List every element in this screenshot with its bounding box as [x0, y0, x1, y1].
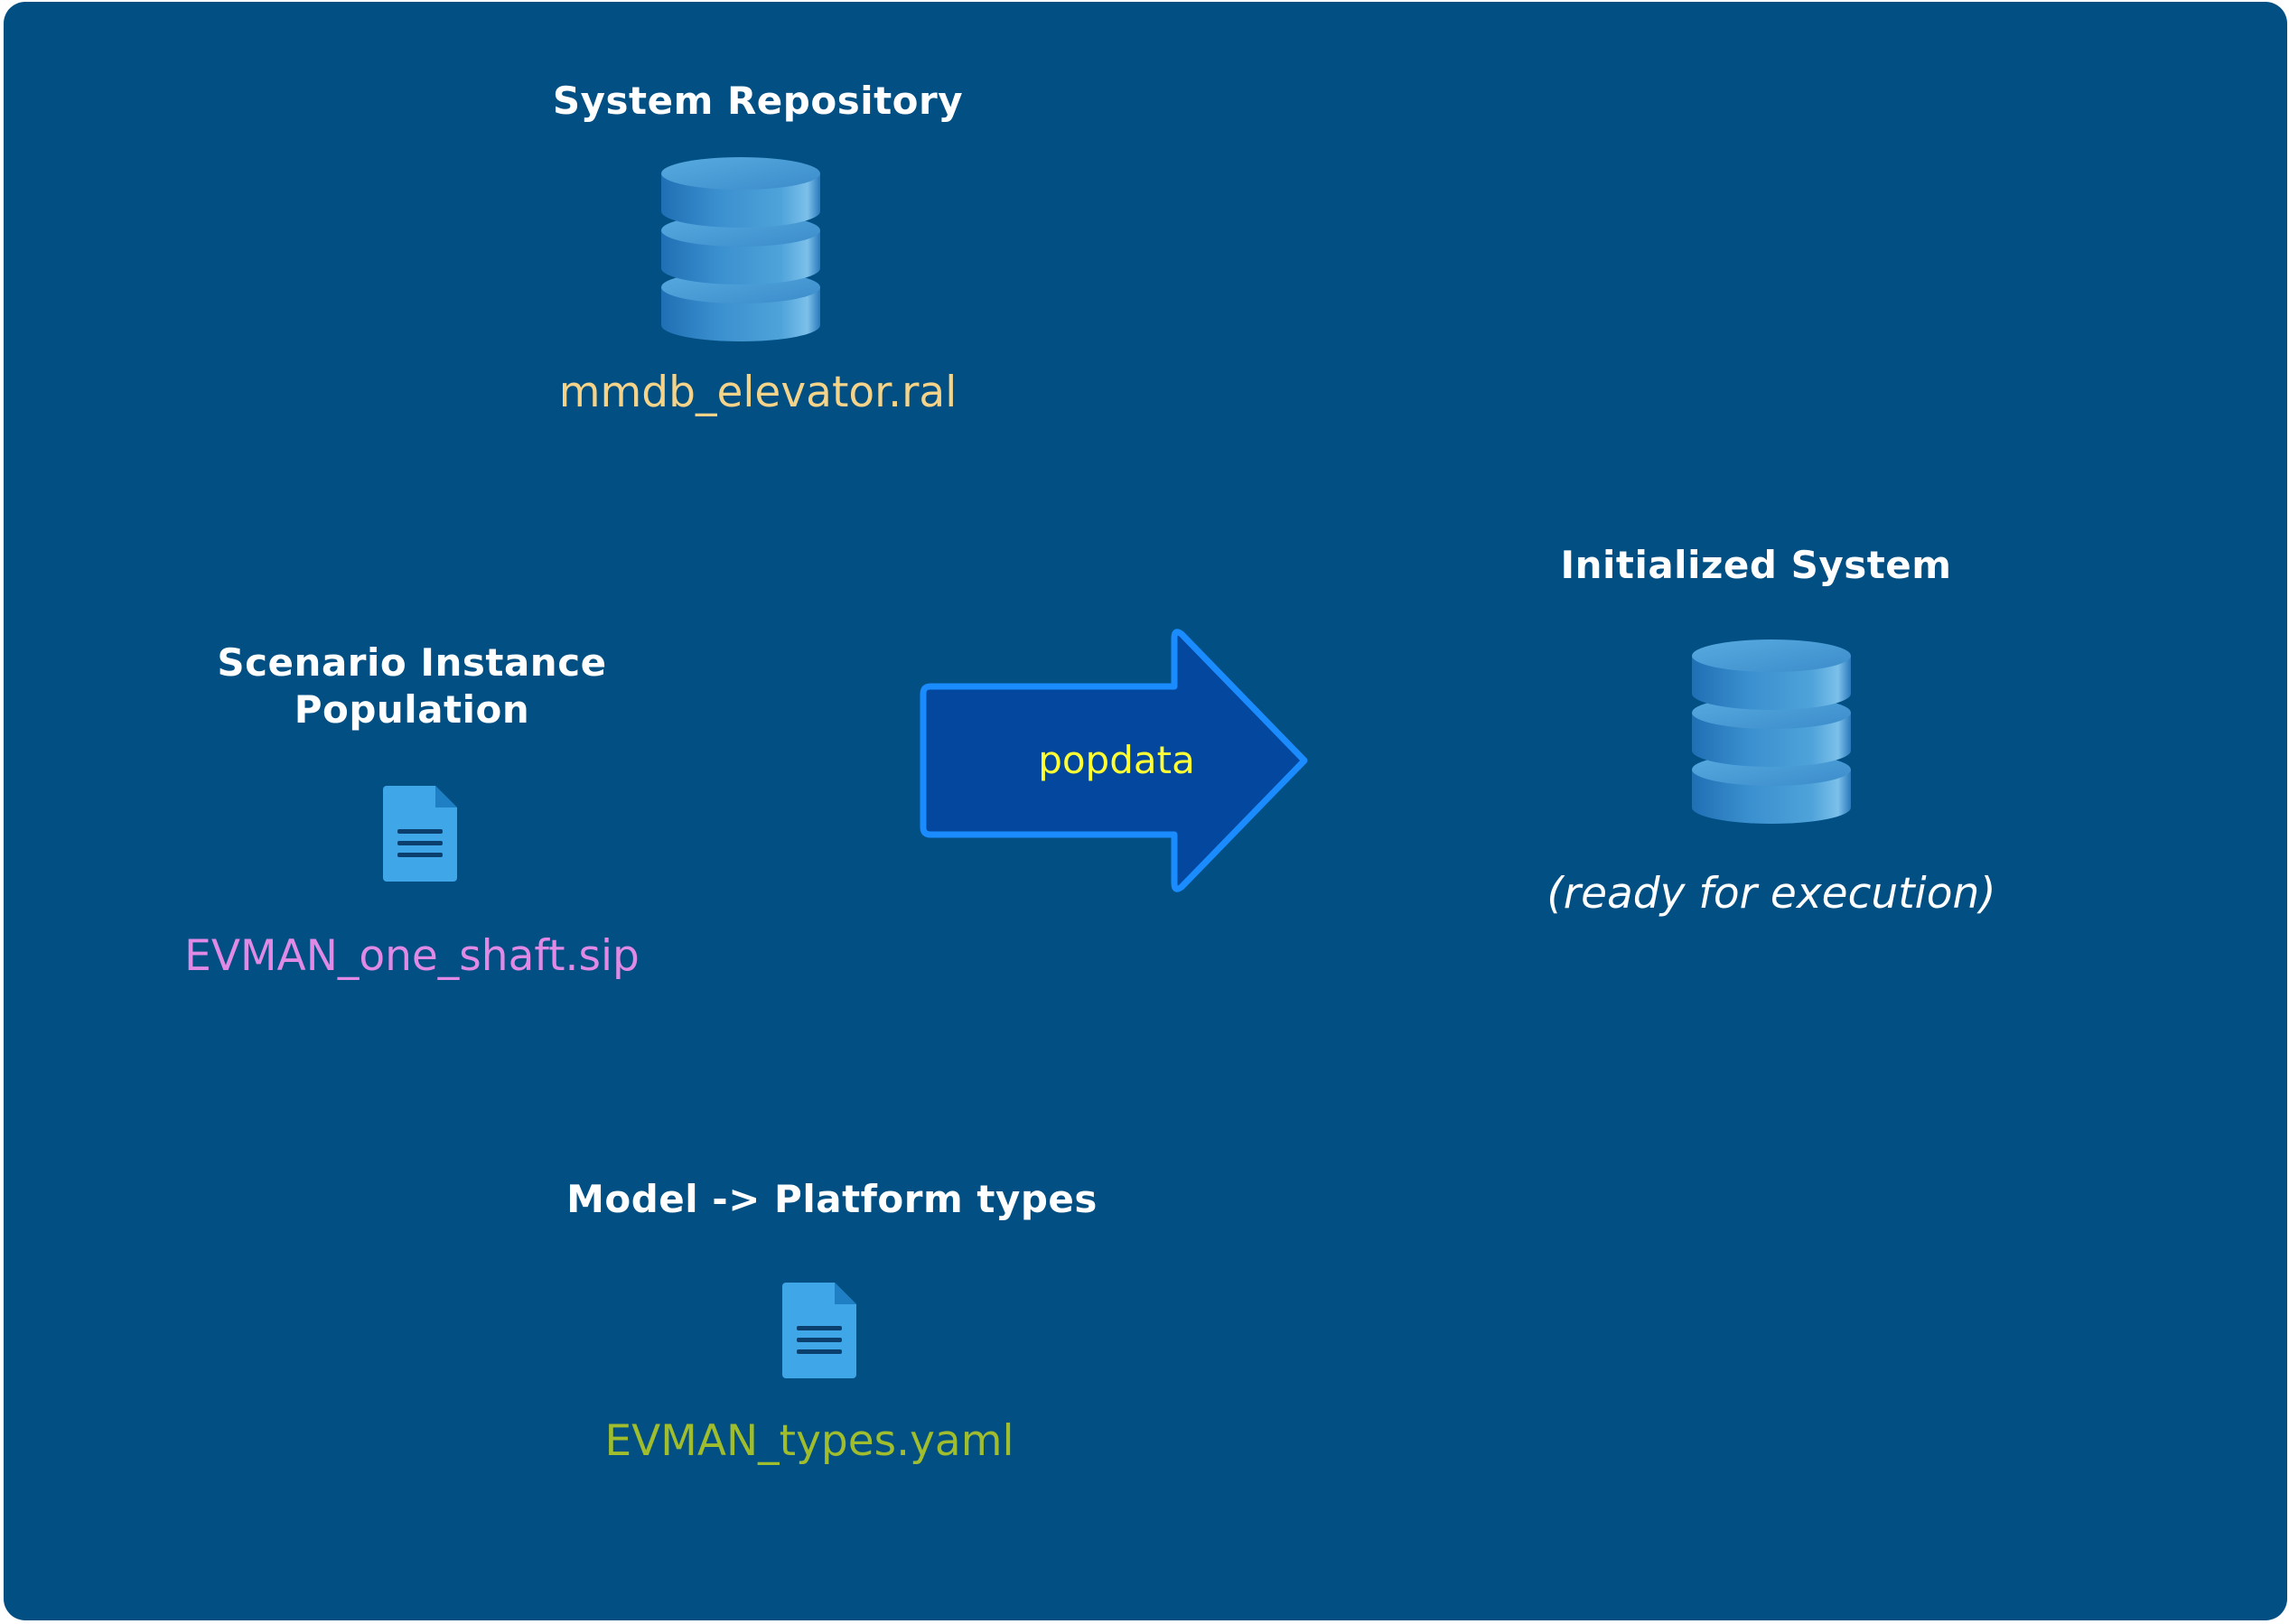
- right-arrow: [918, 623, 1315, 900]
- database-icon: [1690, 636, 1853, 826]
- document-icon: [782, 1283, 856, 1378]
- document-icon: [383, 786, 457, 882]
- output-title: Initialized System: [1560, 543, 1952, 587]
- scenario-filename: EVMAN_one_shaft.sip: [184, 931, 640, 981]
- types-title: Model -> Platform types: [566, 1177, 1098, 1221]
- repository-title: System Repository: [552, 79, 964, 123]
- scenario-title-line2: Population: [294, 687, 530, 732]
- scenario-title-line1: Scenario Instance: [217, 640, 607, 685]
- repository-filename: mmdb_elevator.ral: [558, 368, 958, 417]
- types-filename: EVMAN_types.yaml: [604, 1416, 1014, 1466]
- database-icon: [659, 154, 822, 343]
- popdata-label: popdata: [1038, 738, 1195, 782]
- diagram-canvas: System Repository mmdb_elevator.ral Scen…: [4, 2, 2287, 1620]
- output-note: (ready for execution): [1546, 869, 1996, 919]
